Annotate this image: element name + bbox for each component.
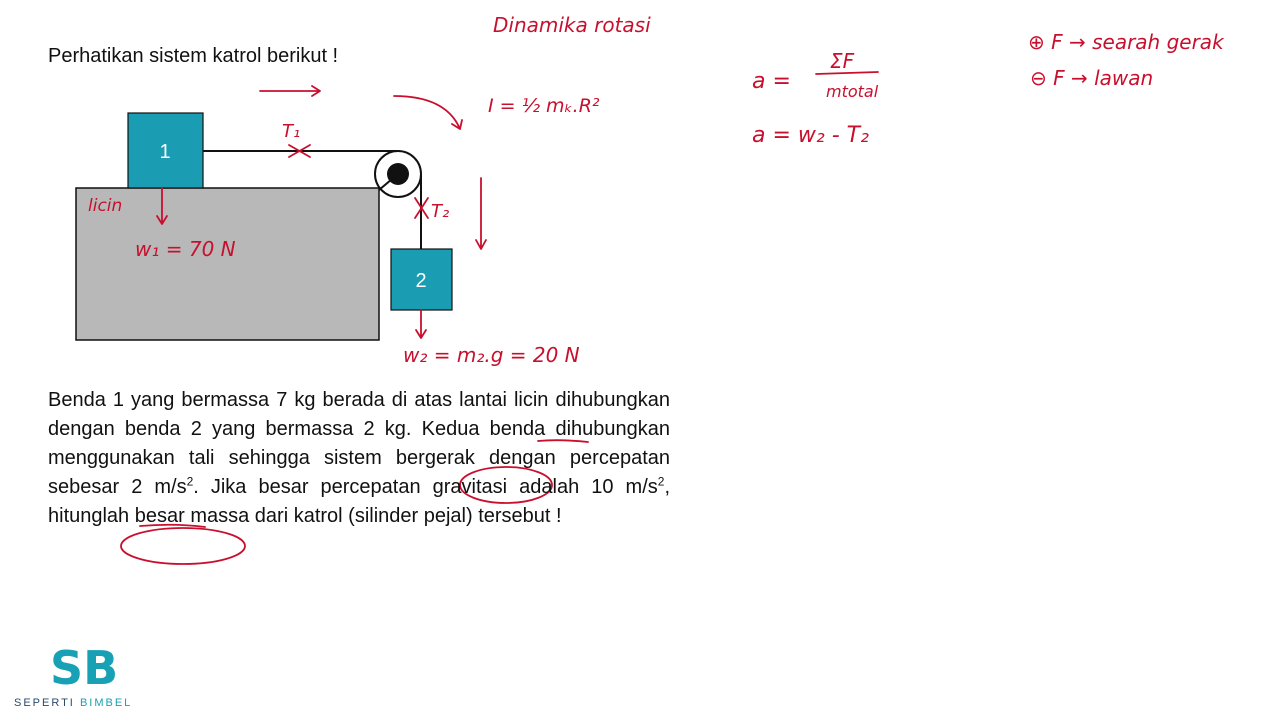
w1-arrow [156, 187, 168, 225]
note-t1: T₁ [282, 121, 300, 142]
problem-text-3: , hitunglah besar massa dari katrol (sil… [48, 476, 671, 527]
formula-a-w2-t2: a = w₂ - T₂ [752, 123, 869, 148]
formula-m-total: mtotal [826, 82, 879, 101]
problem-title: Perhatikan sistem katrol berikut ! [48, 45, 339, 67]
logo-text-a: SEPERTI [14, 697, 75, 709]
note-w2: w₂ = m₂.g = 20 N [403, 343, 580, 367]
block-2-label: 2 [415, 270, 426, 292]
note-dinamika-rotasi: Dinamika rotasi [493, 13, 651, 37]
circle-acceleration [459, 466, 553, 504]
block-2 [390, 248, 453, 311]
logo-mark: SB [50, 641, 118, 694]
t1-cross [288, 144, 311, 158]
logo-wordmark: SEPERTI BIMBEL [14, 697, 132, 709]
underline-2kg [537, 439, 589, 443]
block-1-label: 1 [159, 141, 170, 163]
underline-gravitasi [139, 523, 206, 528]
problem-sup-2: 2 [657, 474, 665, 489]
problem-text-1: Benda 1 yang bermassa 7 kg berada di ata… [48, 389, 670, 498]
note-w1: w₁ = 70 N [135, 237, 236, 261]
fraction-bar [815, 71, 879, 75]
motion-arrow-top [259, 85, 321, 97]
logo-text-b: BIMBEL [79, 697, 133, 709]
problem-text-2: . Jika besar percepatan gravitasi adalah… [193, 476, 658, 498]
formula-sum-f: ΣF [830, 49, 855, 73]
note-inertia: I = ½ mₖ.R² [488, 95, 600, 117]
seperti-bimbel-logo: SB [50, 641, 118, 694]
note-licin: licin [88, 196, 122, 216]
note-minus-force: ⊖ F → lawan [1030, 66, 1153, 90]
block-1 [127, 112, 204, 189]
problem-statement: Benda 1 yang bermassa 7 kg berada di ata… [48, 386, 670, 531]
pulley-bracket [378, 173, 399, 191]
w2-arrow [415, 309, 427, 339]
motion-arrow-down [475, 177, 487, 250]
table-surface [75, 187, 380, 341]
note-plus-force: ⊕ F → searah gerak [1028, 30, 1225, 54]
t2-cross [414, 197, 429, 219]
problem-sup-1: 2 [186, 474, 194, 489]
circle-silinder-pejal [120, 527, 246, 565]
formula-a-lhs: a = [752, 69, 791, 94]
rotation-arrow [393, 95, 463, 130]
note-t2: T₂ [431, 201, 449, 222]
